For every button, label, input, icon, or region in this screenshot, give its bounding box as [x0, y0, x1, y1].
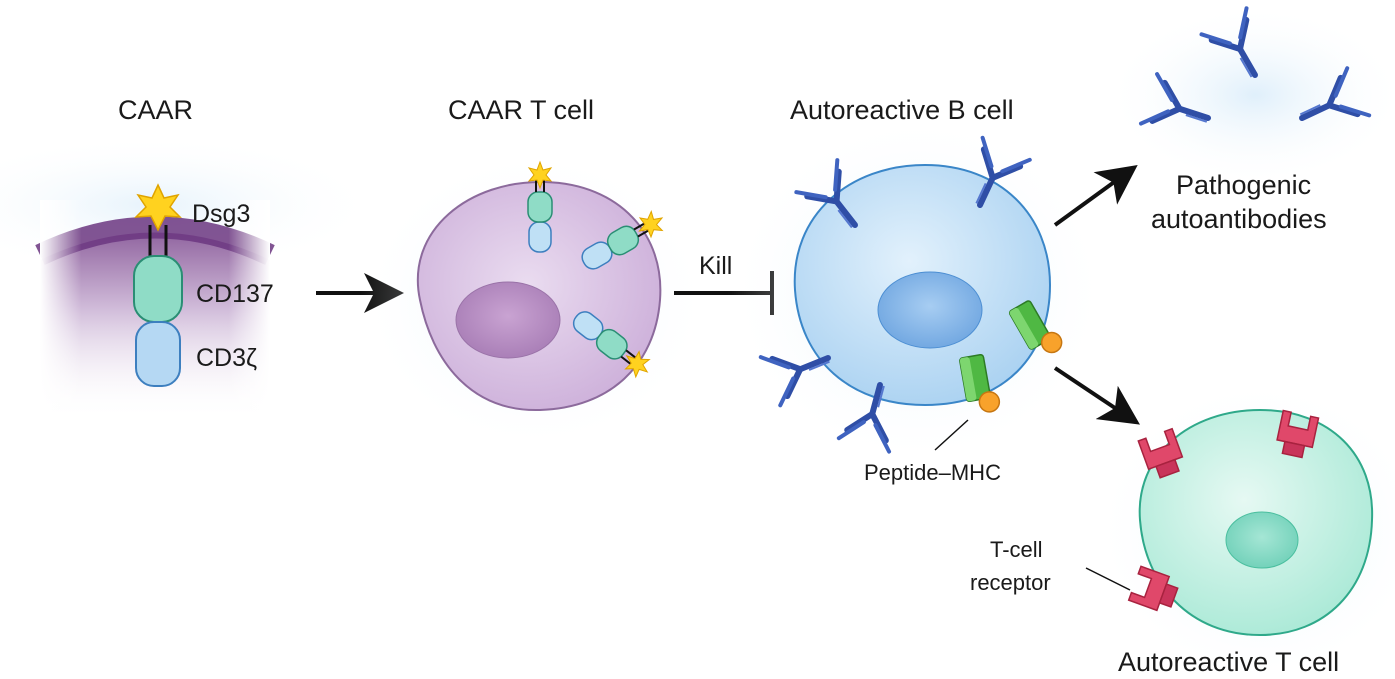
pathogenic-label-line2: autoantibodies: [1151, 204, 1327, 234]
kill-label: Kill: [699, 252, 732, 280]
autoreactive-b-cell: Autoreactive B cell Peptide–MHC: [728, 95, 1108, 485]
cd137-label: CD137: [196, 280, 274, 308]
caar-t-cell-nucleus: [455, 281, 561, 359]
caar-membrane: [0, 135, 380, 430]
caar-t-cell-title: CAAR T cell: [448, 95, 594, 125]
dsg3-star-icon: [134, 183, 182, 232]
pathogenic-label-line1: Pathogenic: [1176, 170, 1311, 200]
cd137-domain: [133, 255, 183, 323]
arrow-to-autoreactive-t-cell: [1053, 366, 1140, 425]
cd3z-label: CD3ζ: [196, 344, 257, 372]
pathogenic-autoantibodies: Pathogenic autoantibodies: [1105, 5, 1395, 234]
cd3z-domain: [135, 321, 181, 387]
tcr-label-line1: T-cell: [990, 537, 1043, 562]
tcr-label-line2: receptor: [970, 570, 1051, 595]
b-cell-nucleus: [877, 271, 983, 349]
t-cell-nucleus: [1225, 511, 1299, 569]
caar-title: CAAR: [118, 95, 193, 125]
caar-t-cell: CAAR T cell: [360, 95, 710, 450]
caar-construct: [133, 183, 183, 387]
autoreactive-t-cell: T-cell receptor Autoreactive T cell: [970, 380, 1395, 679]
caar-panel: CAAR Dsg3 CD137 CD3ζ: [0, 95, 380, 430]
arrow-to-autoantibodies: [1053, 164, 1138, 227]
peptide-mhc-label: Peptide–MHC: [864, 460, 1001, 485]
dsg3-label: Dsg3: [192, 200, 250, 228]
t-cell-title: Autoreactive T cell: [1118, 647, 1339, 677]
